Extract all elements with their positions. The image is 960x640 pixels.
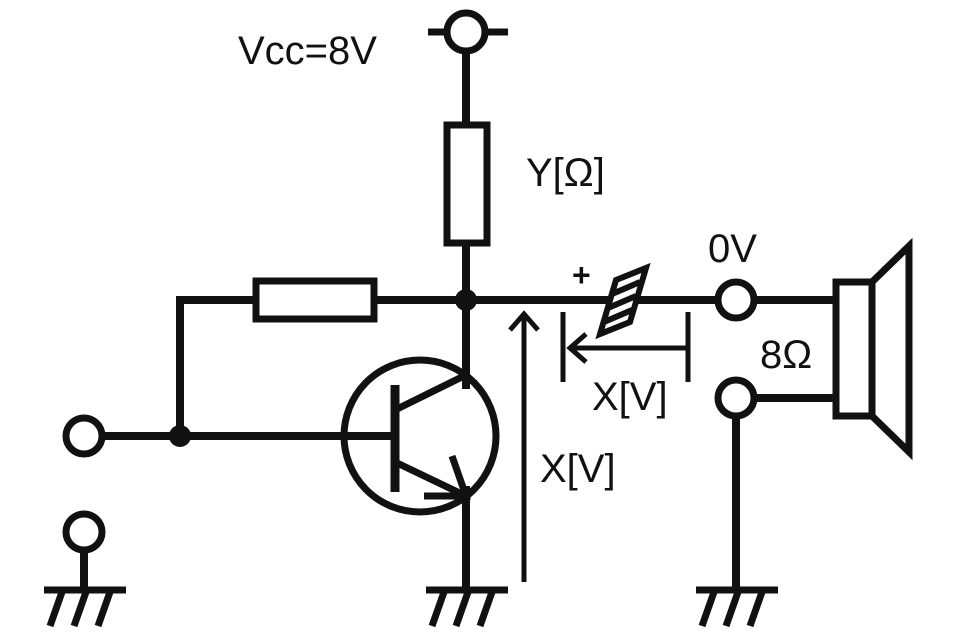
speaker-impedance-label: 8Ω [760,333,812,377]
transistor-collector-lead [393,371,468,414]
arrow-up-icon [508,310,540,332]
transistor-envelope [340,356,500,516]
feedback-resistor [252,277,378,323]
transistor [340,356,500,516]
output-terminals [714,278,758,420]
speaker-icon [832,237,913,461]
base-junction-dot [169,425,191,447]
arrow-left-icon [566,332,588,364]
collector-junction-dot [455,289,477,311]
output-terminal-top [714,278,758,322]
collector-voltage-arrow [508,310,540,582]
vcc-terminal-circle [443,9,489,55]
speaker-body [832,278,876,420]
collector-voltage-label: X[V] [540,447,616,491]
speaker-ground-icon [696,586,778,628]
input-terminal-top [62,414,106,458]
speaker-cone [868,237,913,461]
output-top-label: 0V [708,227,757,271]
input-terminal-bottom [62,510,106,554]
resistor-y-label: Y[Ω] [526,151,605,195]
capacitor-plus-label: + [572,257,591,293]
resistor-y [443,121,491,247]
wires [80,48,840,592]
ground-symbols [44,586,778,628]
capacitor-hatch-3 [602,307,634,325]
input-ground-icon [44,586,126,628]
cap-voltage-label: X[V] [592,375,668,419]
capacitor-hatch-2 [606,293,638,311]
capacitor-hatch-1 [610,279,642,297]
emitter-ground-icon [426,586,508,628]
electrolytic-capacitor [595,262,651,340]
transistor-emitter-lead [393,458,468,500]
feedback-wire [176,296,260,440]
vcc-terminal [428,9,508,55]
junction-dots [169,289,477,447]
output-terminal-bottom [714,376,758,420]
capacitor-voltage-arrow [560,312,691,382]
vcc-label: Vcc=8V [238,29,377,73]
input-terminals [62,414,106,554]
emitter-arrow-icon [424,454,471,500]
